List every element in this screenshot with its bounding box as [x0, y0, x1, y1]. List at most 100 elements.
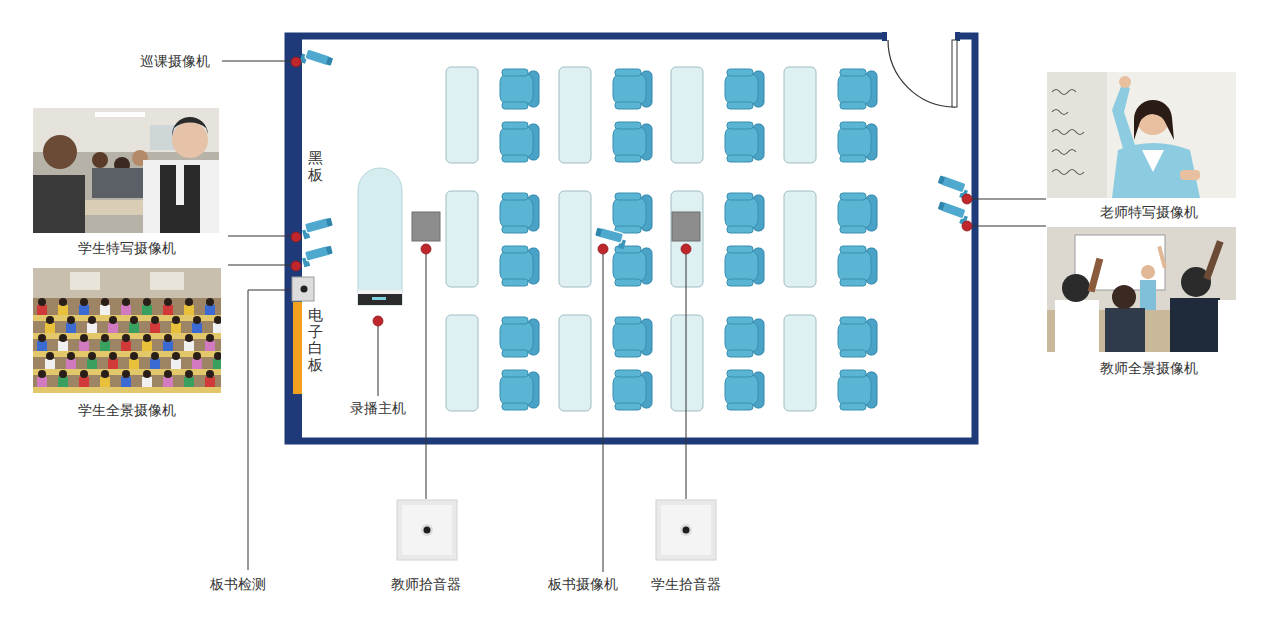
callout-label: 板书检测: [210, 576, 266, 593]
marker-dot: [681, 244, 691, 254]
chair: [615, 122, 641, 129]
leader-line: [228, 265, 291, 266]
student-panorama-photo: [122, 370, 130, 378]
chair: [500, 197, 533, 229]
chair: [727, 193, 753, 200]
student-panorama-photo: [163, 377, 173, 387]
student-panorama-photo: [193, 352, 201, 360]
teacher-closeup-photo: [1047, 72, 1107, 198]
desk: [784, 67, 816, 163]
chair: [615, 102, 641, 109]
callout-label: 录播主机: [350, 400, 406, 417]
marker-dot: [291, 261, 301, 271]
student-panorama-photo: [193, 316, 201, 324]
student-panorama-photo: [164, 370, 172, 378]
chair: [500, 374, 533, 406]
desk: [559, 315, 591, 411]
chair: [725, 126, 758, 158]
chair: [615, 279, 641, 286]
student-panorama-photo: [172, 352, 180, 360]
student-panorama-photo: [80, 370, 88, 378]
chair: [727, 317, 753, 324]
leader-line: [972, 199, 1046, 200]
teacher-panorama-photo: [1105, 308, 1145, 352]
callout-label: 板书摄像机: [548, 576, 618, 593]
callout-label: 教师拾音器: [391, 576, 461, 593]
student-panorama-photo: [143, 298, 151, 306]
student-panorama-photo: [150, 323, 160, 333]
student-panorama-photo: [79, 377, 89, 387]
recording-host: [358, 290, 402, 294]
chair: [615, 155, 641, 162]
student-panorama-photo: [205, 377, 215, 387]
chair: [725, 197, 758, 229]
chair: [840, 246, 866, 253]
chair: [840, 155, 866, 162]
camera-icon: [299, 48, 970, 268]
chair: [727, 279, 753, 286]
leader-line: [686, 254, 687, 499]
chair: [838, 250, 871, 282]
chair: [615, 350, 641, 357]
student-panorama-photo: [130, 352, 138, 360]
callout-label: 老师特写摄像机: [1100, 204, 1198, 221]
chair: [613, 250, 646, 282]
chair: [502, 102, 528, 109]
student-panorama-photo: [121, 305, 131, 315]
chair: [502, 69, 528, 76]
chair: [840, 317, 866, 324]
student-panorama-photo: [108, 323, 118, 333]
microphone-photo: [683, 527, 690, 534]
chair: [502, 370, 528, 377]
chair: [725, 374, 758, 406]
door: [886, 32, 956, 40]
teacher-closeup-photo: [1180, 170, 1200, 180]
chair: [502, 403, 528, 410]
microphone-photo: [397, 500, 457, 560]
student-panorama-photo: [130, 316, 138, 324]
teacher-panorama-photo: [1047, 227, 1236, 352]
student-panorama-photo: [66, 323, 76, 333]
recording-host: [372, 297, 386, 300]
chair: [727, 155, 753, 162]
teacher-panorama-photo: [1047, 227, 1236, 352]
student-panorama-photo: [184, 341, 194, 351]
chair: [613, 73, 646, 105]
camera-icon: [299, 48, 333, 72]
chair: [502, 317, 528, 324]
teacher-closeup-photo: [1142, 150, 1164, 172]
student-panorama-photo: [79, 305, 89, 315]
chair: [838, 126, 871, 158]
student-panorama-photo: [38, 370, 46, 378]
student-panorama-photo: [58, 305, 68, 315]
student-panorama-photo: [163, 305, 173, 315]
chair: [613, 197, 646, 229]
desk: [671, 315, 703, 411]
chair: [727, 246, 753, 253]
leader-line: [248, 290, 291, 570]
desk: [671, 67, 703, 163]
student-panorama-photo: [192, 359, 202, 369]
student-panorama-photo: [101, 370, 109, 378]
student-panorama-photo: [80, 334, 88, 342]
teacher-panorama-photo: [1141, 265, 1155, 279]
student-closeup-photo: [33, 175, 85, 233]
chair: [727, 122, 753, 129]
marker-dot: [598, 244, 608, 254]
student-panorama-photo: [143, 370, 151, 378]
teacher-panorama-photo: [1062, 274, 1090, 302]
student-panorama-photo: [108, 359, 118, 369]
teacher-panorama-photo: [1088, 258, 1104, 293]
chair: [615, 370, 641, 377]
student-panorama-photo: [33, 351, 221, 357]
recording-host: [358, 168, 402, 305]
teacher-closeup-photo: [1119, 76, 1131, 88]
student-panorama-photo: [206, 370, 214, 378]
student-panorama-photo: [213, 359, 221, 369]
student-panorama-photo: [33, 268, 221, 393]
microphone-photo: [424, 527, 431, 534]
chair: [502, 155, 528, 162]
student-panorama-photo: [172, 316, 180, 324]
student-panorama-photo: [100, 305, 110, 315]
